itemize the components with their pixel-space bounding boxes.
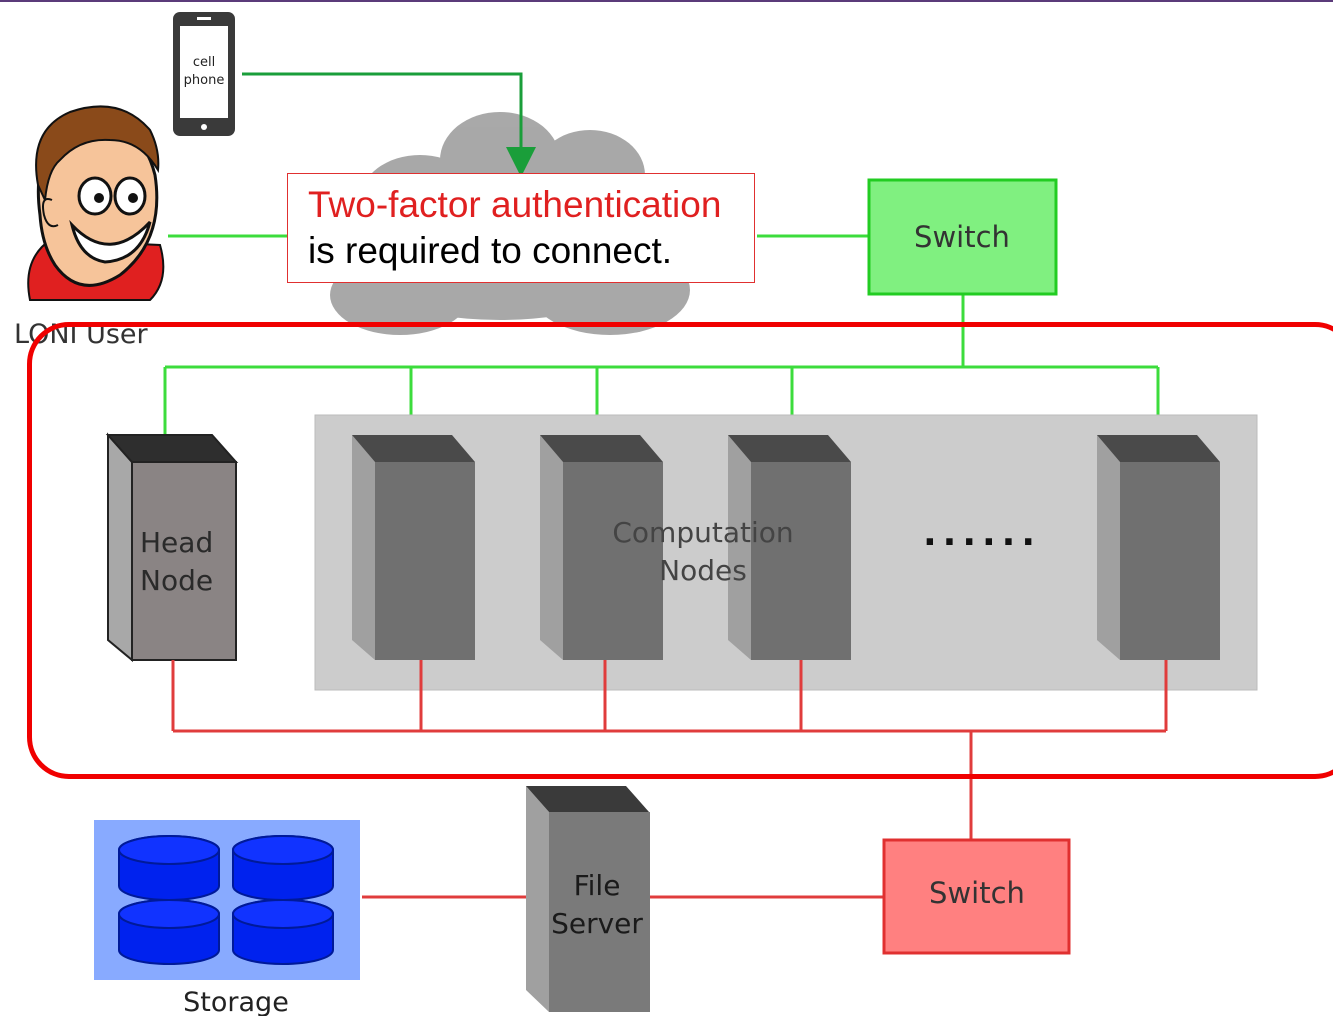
file-server-tower bbox=[526, 786, 650, 1012]
two-factor-auth-note: Two-factor authentication is required to… bbox=[287, 173, 755, 283]
top-rule bbox=[0, 0, 1333, 2]
phone-auth-arrow bbox=[242, 72, 536, 177]
head-node-tower bbox=[105, 432, 239, 663]
computation-label-line1: Computation bbox=[612, 516, 793, 549]
phone-label-line2: phone bbox=[184, 73, 225, 88]
file-server-label-line1: File bbox=[574, 869, 621, 902]
more-nodes-ellipsis: ...... bbox=[923, 513, 1041, 554]
phone-label-line1: cell bbox=[193, 55, 215, 70]
computation-label-line2: Nodes bbox=[659, 554, 747, 587]
disk-array-icon bbox=[94, 820, 360, 980]
bottom-switch bbox=[882, 838, 1071, 955]
cartoon-user-icon bbox=[27, 105, 165, 301]
computation-node-tower-3 bbox=[728, 435, 851, 660]
storage-label: Storage bbox=[183, 987, 289, 1016]
head-node-label-line1: Head bbox=[140, 526, 213, 559]
bottom-switch-label: Switch bbox=[929, 876, 1025, 910]
auth-note-line2: is required to connect. bbox=[308, 230, 673, 271]
cell-phone-icon bbox=[173, 12, 235, 136]
top-switch-label: Switch bbox=[914, 220, 1010, 254]
file-server-label-line2: Server bbox=[551, 907, 643, 940]
auth-note-line1: Two-factor authentication bbox=[308, 184, 722, 225]
top-switch bbox=[867, 178, 1058, 296]
red-network-links bbox=[171, 660, 1168, 899]
computation-node-tower-4 bbox=[1097, 435, 1220, 660]
computation-node-tower-1 bbox=[352, 435, 475, 660]
head-node-label-line2: Node bbox=[140, 564, 213, 597]
computation-node-tower-2 bbox=[540, 435, 663, 660]
user-label: LONI User bbox=[14, 319, 149, 350]
